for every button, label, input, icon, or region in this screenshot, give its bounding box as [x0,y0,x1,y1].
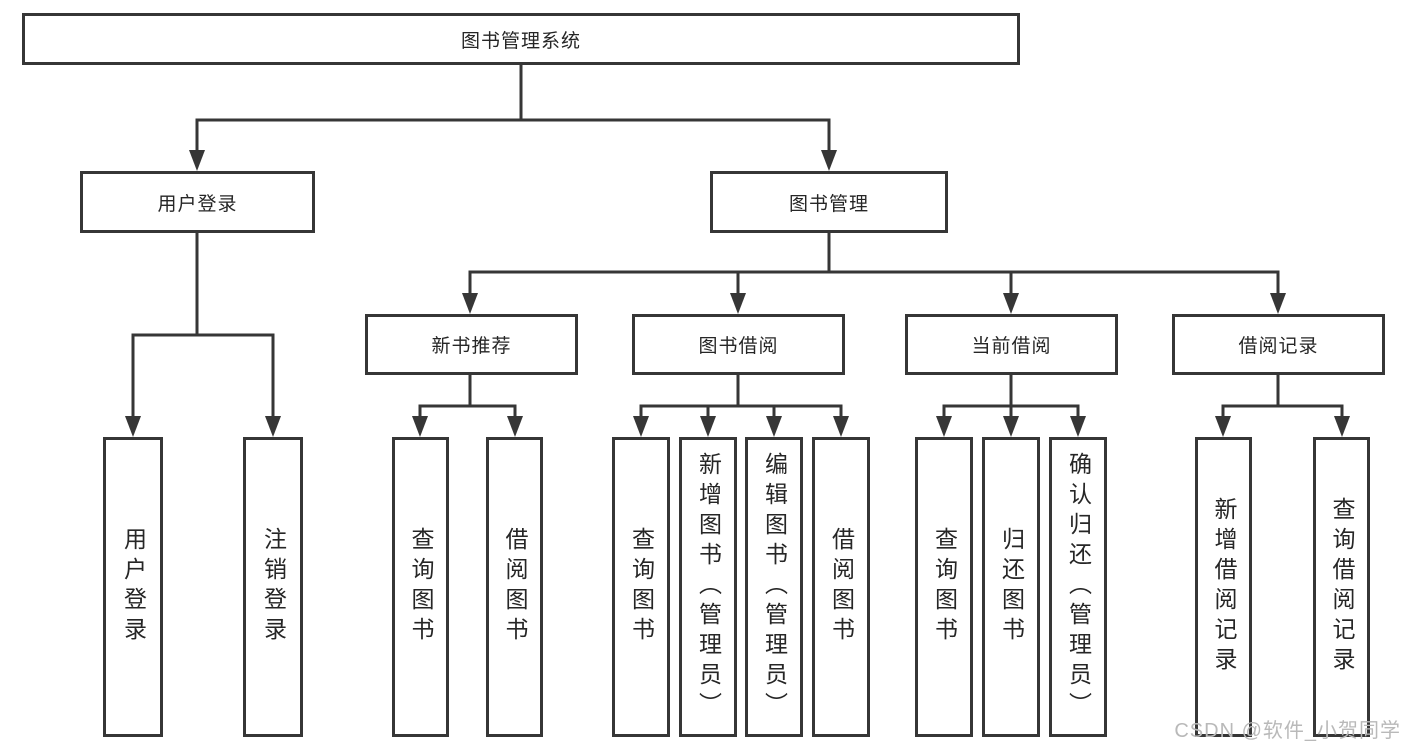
leaf-borrow-borrow-books: 借阅图书 [812,437,870,737]
leaf-recommend-borrow-books: 借阅图书 [486,437,543,737]
leaf-recommend-borrow-books-label: 借阅图书 [502,527,528,647]
csdn-watermark: CSDN @软件_小贺同学 [1174,720,1401,742]
leaf-recommend-query-books-label: 查询图书 [408,527,434,647]
node-current-borrow: 当前借阅 [905,314,1118,375]
node-book-borrow-label: 图书借阅 [698,336,779,357]
leaf-borrow-query-books-label: 查询图书 [628,527,655,647]
leaf-borrow-query-books: 查询图书 [612,437,670,737]
leaf-borrow-edit-books-admin-label: 编辑图书（管理员） [761,452,788,722]
node-user-login-label: 用户登录 [157,193,238,215]
node-user-login: 用户登录 [80,171,315,233]
leaf-current-confirm-return-admin: 确认归还（管理员） [1049,437,1107,737]
node-current-borrow-label: 当前借阅 [971,336,1052,357]
leaf-current-query-books: 查询图书 [915,437,973,737]
leaf-user-login-label: 用户登录 [120,527,147,647]
leaf-user-login: 用户登录 [103,437,163,737]
node-root: 图书管理系统 [22,13,1020,65]
node-new-book-recommend: 新书推荐 [365,314,578,375]
leaf-logout-label: 注销登录 [260,527,287,647]
node-book-management-label: 图书管理 [788,193,869,215]
node-borrow-records: 借阅记录 [1172,314,1385,375]
leaf-records-add-record-label: 新增借阅记录 [1211,497,1237,677]
leaf-records-query-record: 查询借阅记录 [1313,437,1370,737]
leaf-current-return-books: 归还图书 [982,437,1040,737]
node-new-book-recommend-label: 新书推荐 [431,336,512,357]
leaf-borrow-add-books-admin: 新增图书（管理员） [679,437,737,737]
leaf-records-query-record-label: 查询借阅记录 [1329,497,1355,677]
leaf-borrow-edit-books-admin: 编辑图书（管理员） [745,437,803,737]
node-borrow-records-label: 借阅记录 [1238,336,1319,357]
node-root-label: 图书管理系统 [460,30,581,52]
leaf-recommend-query-books: 查询图书 [392,437,449,737]
leaf-current-return-books-label: 归还图书 [998,527,1025,647]
node-book-management: 图书管理 [710,171,948,233]
leaf-borrow-borrow-books-label: 借阅图书 [828,527,855,647]
leaf-current-query-books-label: 查询图书 [931,527,958,647]
leaf-current-confirm-return-admin-label: 确认归还（管理员） [1065,452,1092,722]
leaf-borrow-add-books-admin-label: 新增图书（管理员） [695,452,722,722]
leaf-records-add-record: 新增借阅记录 [1195,437,1252,737]
leaf-logout: 注销登录 [243,437,303,737]
node-book-borrow: 图书借阅 [632,314,845,375]
